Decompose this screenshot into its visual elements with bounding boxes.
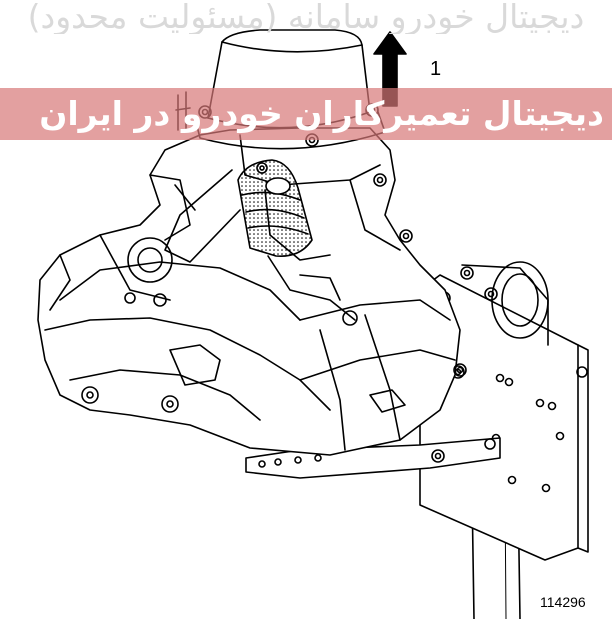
watermark-band-text: دیجیتال تعمیرکاران خودرو در ایران [39,94,604,133]
shift-boot [164,159,358,326]
watermark-top-text: دیجیتال خودرو سامانه (مسئولیت محدود) [27,0,585,34]
watermark-band: دیجیتال تعمیرکاران خودرو در ایران [0,88,612,140]
figure-reference-number: 114296 [540,594,586,610]
bracket-arm [245,437,501,479]
callout-label: 1 [430,58,442,80]
